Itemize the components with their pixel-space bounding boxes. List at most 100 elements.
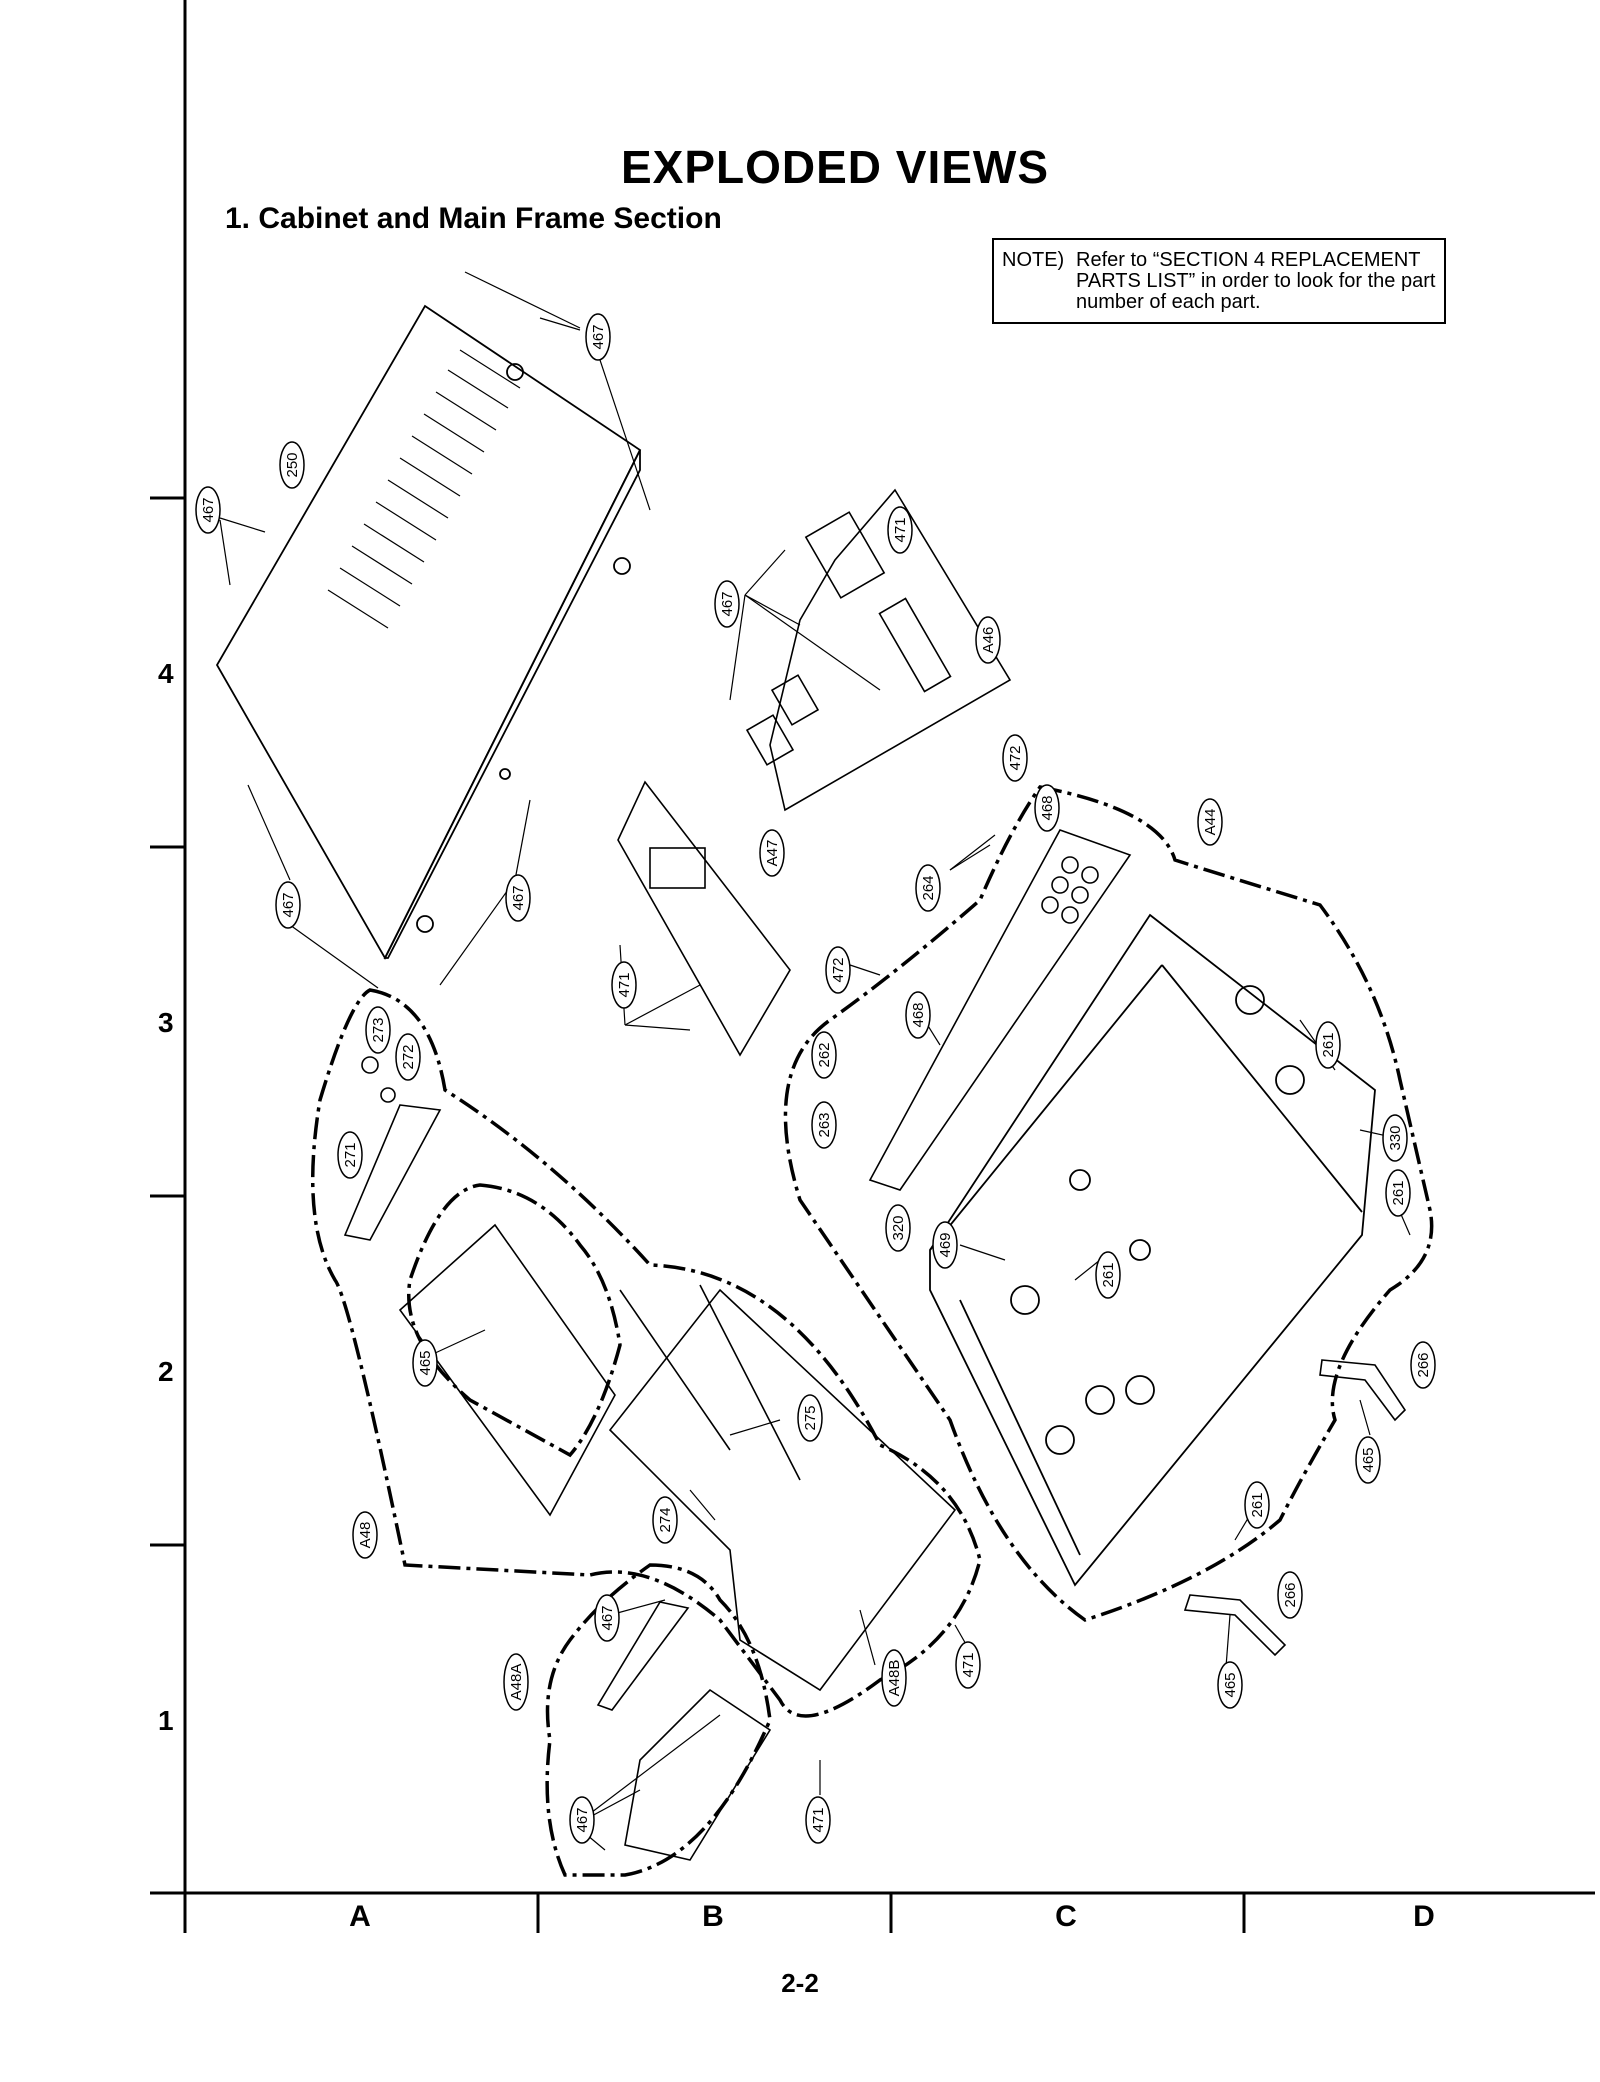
callout-471: 471 <box>805 1796 831 1844</box>
callout-label: 472 <box>1007 745 1024 770</box>
callout-label: A48A <box>508 1664 525 1701</box>
callout-471: 471 <box>955 1641 981 1689</box>
row-label-3: 3 <box>158 1007 174 1038</box>
callout-label: 250 <box>284 452 301 477</box>
board-a48-part <box>398 1223 616 1517</box>
callout-label: 467 <box>280 892 297 917</box>
callout-262: 262 <box>811 1031 837 1079</box>
callout-label: 471 <box>960 1652 977 1677</box>
callout-label: 471 <box>810 1807 827 1832</box>
callout-a47: A47 <box>759 829 785 877</box>
main-chassis-part <box>929 913 1376 1587</box>
callout-471: 471 <box>611 961 637 1009</box>
rear-bracket-part <box>343 1056 442 1241</box>
callout-label: 272 <box>400 1044 417 1069</box>
row-ticks <box>150 496 185 1547</box>
callout-467: 467 <box>275 881 301 929</box>
note-text: Refer to “SECTION 4 REPLACEMENT PARTS LI… <box>1076 249 1436 313</box>
callout-label: 472 <box>830 957 847 982</box>
callout-label: 467 <box>510 885 527 910</box>
callout-label: 467 <box>574 1807 591 1832</box>
callout-label: 468 <box>910 1002 927 1027</box>
column-label-d: D <box>1413 1900 1435 1933</box>
callout-label: 274 <box>657 1507 674 1532</box>
column-label-b: B <box>702 1900 724 1933</box>
row-label-2: 2 <box>158 1356 174 1387</box>
callout-label: A47 <box>764 840 781 867</box>
callout-label: 275 <box>802 1405 819 1430</box>
callout-465: 465 <box>1355 1436 1381 1484</box>
callout-a46: A46 <box>975 616 1001 664</box>
column-label-c: C <box>1055 1900 1077 1933</box>
callout-label: 467 <box>719 591 736 616</box>
board-a48a-part <box>596 1601 772 1861</box>
callout-label: 266 <box>1415 1352 1432 1377</box>
callout-320: 320 <box>885 1204 911 1252</box>
note-label: NOTE) <box>1002 249 1065 271</box>
callout-label: A44 <box>1202 809 1219 836</box>
callout-273: 273 <box>365 1006 391 1054</box>
callout-465: 465 <box>412 1339 438 1387</box>
section-title: 1. Cabinet and Main Frame Section <box>225 202 722 235</box>
callout-467: 467 <box>569 1796 595 1844</box>
callout-264: 264 <box>915 864 941 912</box>
callout-label: 271 <box>342 1142 359 1167</box>
column-label-a: A <box>349 1900 371 1933</box>
callout-472: 472 <box>1002 734 1028 782</box>
callout-label: 263 <box>816 1112 833 1137</box>
callout-250: 250 <box>279 441 305 489</box>
callout-label: 467 <box>590 324 607 349</box>
callout-468: 468 <box>905 991 931 1039</box>
callout-a48a: A48A <box>503 1653 529 1711</box>
callout-266: 266 <box>1277 1571 1303 1619</box>
callout-261: 261 <box>1244 1481 1270 1529</box>
callout-label: 261 <box>1320 1032 1337 1057</box>
callout-467: 467 <box>714 580 740 628</box>
callout-263: 263 <box>811 1101 837 1149</box>
bracket-266-part <box>1183 1359 1407 1657</box>
callout-label: 468 <box>1039 795 1056 820</box>
note-box: NOTE) Refer to “SECTION 4 REPLACEMENT PA… <box>992 238 1446 324</box>
callout-label: 465 <box>1360 1447 1377 1472</box>
callout-261: 261 <box>1315 1021 1341 1069</box>
callout-266: 266 <box>1410 1341 1436 1389</box>
callout-label: 465 <box>1222 1672 1239 1697</box>
callout-label: 261 <box>1249 1492 1266 1517</box>
top-cover-part <box>215 304 642 960</box>
page-title: EXPLODED VIEWS <box>620 141 1050 193</box>
callout-label: 266 <box>1282 1582 1299 1607</box>
callout-468: 468 <box>1034 784 1060 832</box>
callout-467: 467 <box>585 313 611 361</box>
board-a48b-part <box>608 1284 957 1692</box>
callout-472: 472 <box>825 946 851 994</box>
assembly-boundaries <box>310 785 1434 1877</box>
callout-label: 262 <box>816 1042 833 1067</box>
callout-label: 467 <box>200 497 217 522</box>
callout-274: 274 <box>652 1496 678 1544</box>
callout-label: 469 <box>937 1232 954 1257</box>
callout-label: 465 <box>417 1350 434 1375</box>
callout-261: 261 <box>1095 1251 1121 1299</box>
board-a47-part <box>617 780 791 1057</box>
callout-272: 272 <box>395 1033 421 1081</box>
callout-467: 467 <box>195 486 221 534</box>
callout-465: 465 <box>1217 1661 1243 1709</box>
callout-label: 273 <box>370 1017 387 1042</box>
callout-a48b: A48B <box>881 1649 907 1707</box>
callout-label: A48B <box>886 1660 903 1697</box>
callout-271: 271 <box>337 1131 363 1179</box>
row-label-4: 4 <box>158 658 174 689</box>
front-panel-part <box>868 829 1132 1191</box>
callout-467: 467 <box>594 1594 620 1642</box>
callout-label: 320 <box>890 1215 907 1240</box>
callout-label: 261 <box>1100 1262 1117 1287</box>
row-label-1: 1 <box>158 1705 174 1736</box>
callout-label: A46 <box>980 627 997 654</box>
callout-469: 469 <box>932 1221 958 1269</box>
callout-label: 471 <box>892 517 909 542</box>
callout-a44: A44 <box>1197 798 1223 846</box>
callout-label: 467 <box>599 1605 616 1630</box>
callout-label: 471 <box>616 972 633 997</box>
